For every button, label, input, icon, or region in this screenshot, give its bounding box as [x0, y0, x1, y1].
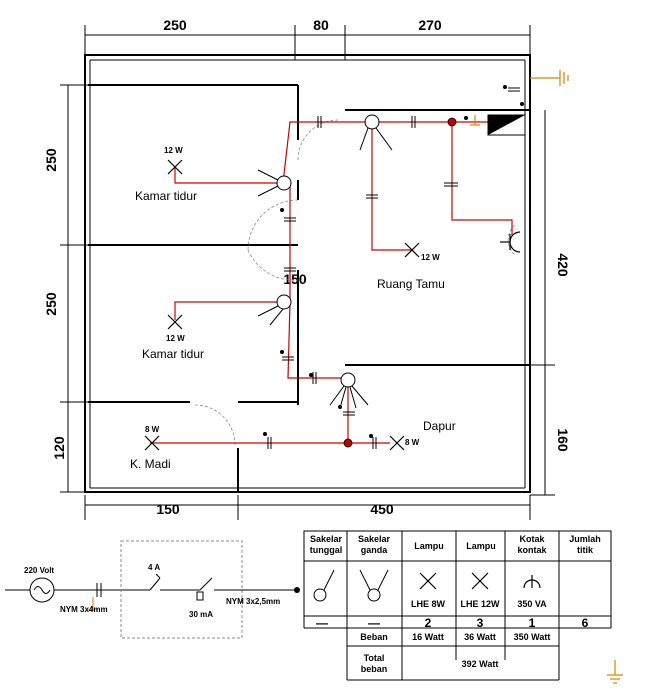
ground-icon [530, 70, 569, 86]
legend-symbol-label-lhe8: LHE 8W [411, 599, 446, 609]
legend-total-label-2: beban [361, 664, 388, 674]
dim-right-bottom: 160 [555, 428, 571, 452]
legend-count-jumlah: 6 [582, 616, 589, 630]
supply-cable-out: NYM 3x2,5mm [226, 597, 280, 606]
lamp-icon [144, 435, 160, 451]
legend-header-kotak-kontak: Kotak [519, 534, 545, 544]
junction-dot [447, 117, 457, 127]
junction-dot [343, 438, 353, 448]
walls [84, 54, 531, 493]
ground-icon [607, 660, 623, 684]
switch-icon [257, 294, 292, 326]
legend-header-kotak-kontak-2: kontak [517, 545, 547, 555]
lamp-label-kamar2: 12 W [166, 334, 185, 343]
legend-count-double-switch: — [368, 616, 380, 630]
legend-total-label: Total [364, 653, 385, 663]
legend-header-jumlah-titik-2: titik [577, 545, 594, 555]
dim-bottom-left: 150 [156, 501, 180, 517]
switch-icon [257, 169, 292, 197]
switch-dots [263, 85, 524, 438]
legend-beban-socket: 350 Watt [514, 632, 551, 642]
panel-fill [488, 115, 525, 135]
room-label-kamar-tidur-2: Kamar tidur [142, 347, 204, 361]
lamp-icon [389, 435, 405, 451]
dimension-lines [60, 25, 555, 520]
room-label-k-madi: K. Madi [130, 457, 171, 471]
legend-table [303, 530, 612, 681]
door-swings [194, 119, 516, 446]
lamp-label-kamar1: 12 W [164, 146, 183, 155]
dim-top-left: 250 [163, 17, 187, 33]
legend-symbol-label-350va: 350 VA [517, 599, 547, 609]
supply-voltage: 220 Volt [24, 566, 54, 575]
supply-circuit [5, 540, 300, 639]
legend-symbol-label-lhe12: LHE 12W [460, 599, 500, 609]
supply-breaker: 4 A [148, 563, 160, 572]
double-switch-icon [359, 569, 389, 602]
dim-top-right: 270 [418, 17, 442, 33]
wiring [150, 121, 520, 444]
legend-header-sakelar-ganda-2: ganda [361, 545, 388, 555]
single-switch-icon [313, 569, 335, 602]
legend-beban-label: Beban [360, 632, 388, 642]
dim-right-top: 420 [555, 253, 571, 277]
ground-icon [470, 115, 480, 126]
legend-header-sakelar-tunggal-2: tunggal [310, 545, 343, 555]
legend-header-sakelar-ganda: Sakelar [358, 534, 391, 544]
legend-header-lampu-1: Lampu [414, 541, 444, 551]
lamp-icon [404, 242, 420, 258]
lamp-icon [167, 314, 183, 330]
supply-cable-in: NYM 3x4mm [60, 605, 108, 614]
room-label-ruang-tamu: Ruang Tamu [377, 277, 445, 291]
legend-count-lampu-8: 2 [425, 616, 432, 630]
legend-beban-12w: 36 Watt [464, 632, 496, 642]
panel-enclosure [120, 540, 243, 639]
legend-count-kotak-kontak: 1 [529, 616, 536, 630]
room-label-dapur: Dapur [423, 419, 456, 433]
dim-left-bottom: 120 [51, 436, 67, 460]
legend-count-single-switch: — [316, 616, 328, 630]
room-label-kamar-tidur-1: Kamar tidur [135, 189, 197, 203]
conductor-markers [267, 87, 520, 449]
lamp-icon [471, 572, 489, 590]
dim-inner: 150 [283, 271, 307, 287]
dim-bottom-right: 450 [370, 501, 394, 517]
socket-icon [500, 231, 521, 253]
legend-beban-8w: 16 Watt [412, 632, 444, 642]
lamp-label-dapur: 8 W [405, 438, 420, 447]
lamp-icon [419, 572, 437, 590]
legend-header-jumlah-titik: Jumlah [569, 534, 601, 544]
lamp-icon [167, 159, 183, 175]
supply-rcd: 30 mA [189, 610, 213, 619]
legend-count-lampu-12: 3 [477, 616, 484, 630]
dim-top-mid: 80 [313, 17, 329, 33]
legend-header-sakelar-tunggal: Sakelar [310, 534, 343, 544]
legend-header-lampu-2: Lampu [466, 541, 496, 551]
legend-total-value: 392 Watt [462, 659, 499, 669]
dim-left-top: 250 [43, 148, 59, 172]
dim-left-mid: 250 [43, 292, 59, 316]
switch-icon [329, 372, 369, 409]
socket-icon [523, 575, 541, 589]
lamp-label-ruang-tamu: 12 W [421, 253, 440, 262]
lamp-label-k-madi: 8 W [145, 425, 160, 434]
switch-icon [359, 114, 393, 151]
